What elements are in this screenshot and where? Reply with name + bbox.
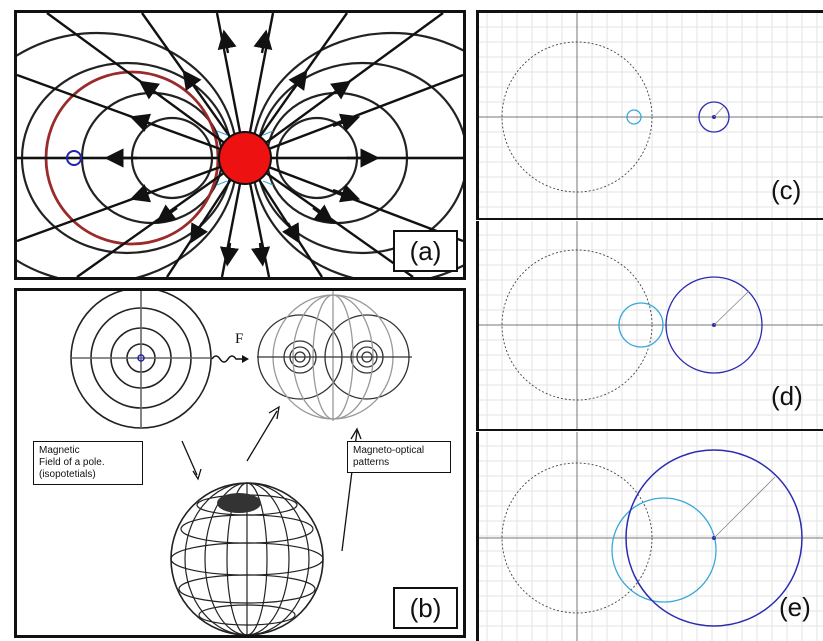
panel-d: (d) (476, 221, 823, 431)
wavy-arrow-head (242, 355, 249, 363)
blue-marker-circle (66, 150, 82, 166)
graph-d (479, 221, 823, 429)
radius-line (713, 476, 776, 539)
note-field-line-1: Magnetic (39, 445, 80, 456)
concentric-isopotentials (70, 291, 212, 429)
panel-c-label: (c) (771, 175, 802, 205)
note-magnetic-field: Magnetic Field of a pole. (isopotetials) (33, 441, 143, 485)
force-label: F (235, 331, 244, 347)
light-blue-circle (611, 497, 717, 603)
panel-b-label: (b) (393, 587, 458, 629)
note-patterns-line-1: Magneto-optical (353, 445, 425, 456)
note-patterns-line-2: patterns (353, 457, 390, 468)
panel-b: F Magnetic Field of a pole. (isopotetial… (14, 288, 466, 638)
radius-line (713, 290, 750, 326)
note-magneto-optical: Magneto-optical patterns (347, 441, 451, 473)
dark-blue-circle (698, 101, 730, 133)
panel-c: (c) (476, 10, 823, 220)
panel-e: (e) (476, 432, 823, 641)
arrowheads (104, 29, 380, 267)
globe-icon (170, 482, 324, 635)
radius-line (713, 105, 725, 118)
unit-circle-dotted (501, 462, 653, 614)
unit-circle-dotted (501, 249, 653, 401)
note-field-line-3: (isopotetials) (39, 469, 96, 480)
magneto-optical-pattern (257, 291, 412, 421)
graph-e (479, 432, 823, 641)
unit-circle-dotted (501, 41, 653, 193)
light-blue-circle (626, 109, 642, 125)
note-field-line-2: Field of a pole. (39, 457, 105, 468)
panel-a: (a) (14, 10, 466, 280)
pole-sphere-icon (218, 131, 272, 185)
light-blue-circle (618, 302, 664, 348)
field-lines-diagram (17, 13, 463, 277)
magnetic-pattern-diagram (70, 291, 412, 635)
panel-a-label: (a) (393, 230, 458, 272)
pole-center-marker (137, 354, 145, 362)
graph-c (479, 13, 823, 218)
wavy-arrow-icon (211, 355, 242, 363)
dark-blue-circle (625, 449, 803, 627)
panel-d-label: (d) (771, 381, 803, 411)
panel-e-label: (e) (779, 592, 811, 622)
dark-blue-circle (665, 276, 763, 374)
